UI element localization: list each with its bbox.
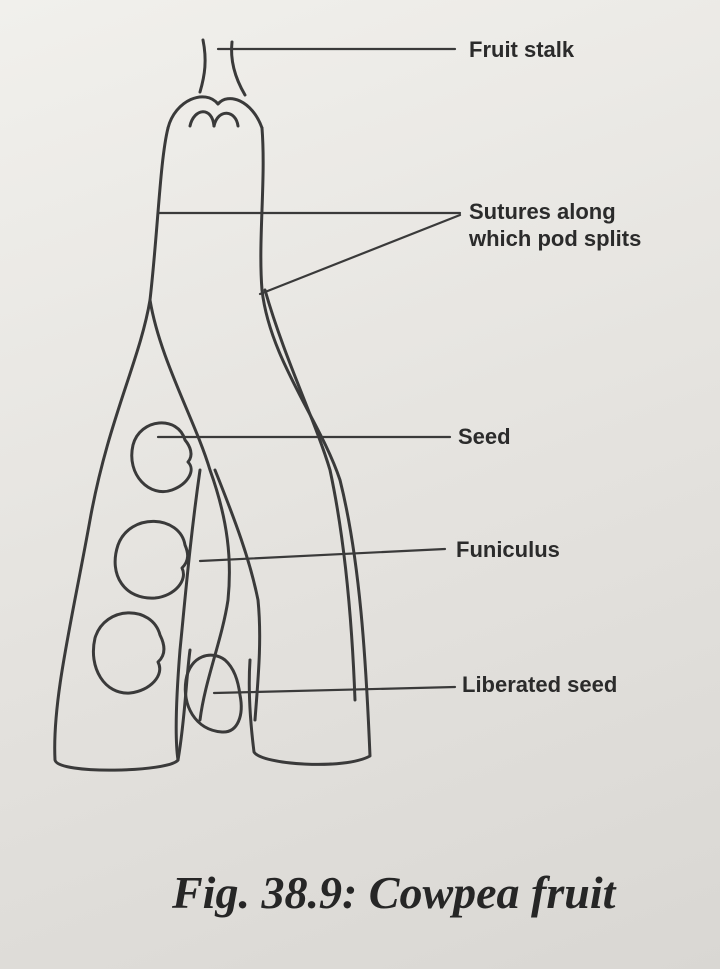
label-liberated-seed: Liberated seed — [462, 672, 618, 697]
seed-1 — [130, 421, 193, 493]
leader-liberated-seed — [212, 685, 457, 695]
liberated-seed-drawing — [183, 653, 243, 734]
figure-caption: Fig. 38.9: Cowpea fruit — [172, 867, 616, 918]
pod-outline-right — [247, 126, 372, 766]
label-seed: Seed — [458, 424, 511, 449]
label-fruit-stalk: Fruit stalk — [469, 37, 575, 62]
calyx-drawing — [166, 95, 264, 130]
fruit-stalk-drawing — [198, 38, 247, 97]
leader-sutures-2 — [258, 213, 462, 296]
pod-outline — [53, 126, 192, 772]
leader-funiculus — [198, 547, 447, 563]
label-funiculus: Funiculus — [456, 537, 560, 562]
label-sutures-line1: Sutures along — [469, 199, 616, 224]
leader-lines — [156, 47, 462, 695]
label-sutures-line2: which pod splits — [469, 226, 642, 251]
seeds — [92, 421, 243, 734]
seed-2 — [113, 519, 190, 600]
seed-3 — [92, 611, 166, 695]
